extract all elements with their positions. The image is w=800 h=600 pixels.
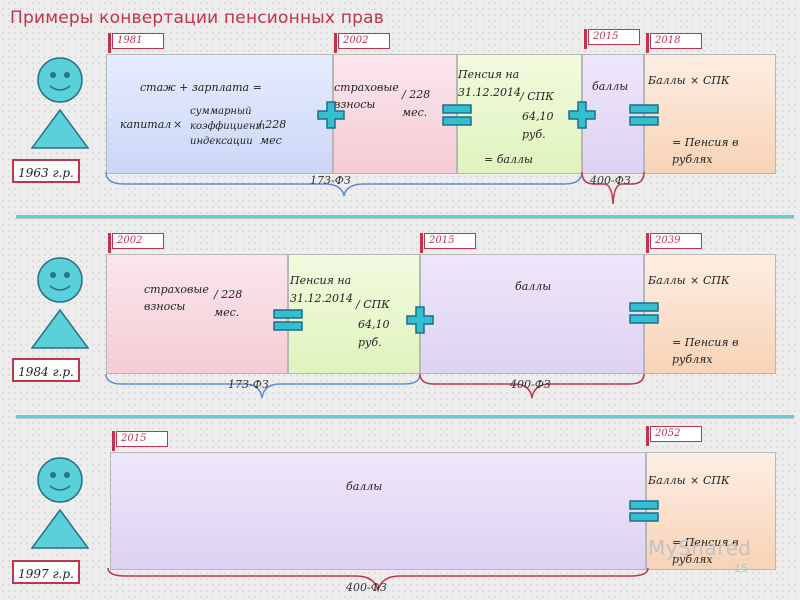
year-flag: 2002	[108, 233, 164, 253]
formula-text: страховые	[144, 283, 209, 296]
law-brace-red	[419, 373, 645, 399]
equals-icon	[629, 500, 659, 522]
equals-icon	[629, 302, 659, 324]
period-block-capital	[106, 54, 333, 174]
law-label: 173-ФЗ	[228, 378, 269, 391]
formula-text: мес.	[402, 106, 428, 119]
period-block-points	[420, 254, 644, 374]
formula-text: баллы	[515, 280, 552, 293]
formula-text: = Пенсия в	[672, 136, 739, 149]
multiply-sign: ×	[690, 274, 700, 287]
formula-text: баллы	[346, 480, 383, 493]
formula-text: взносы	[144, 300, 186, 313]
plus-icon	[568, 101, 596, 129]
equals-icon	[273, 309, 303, 331]
formula-text: = Пенсия в	[672, 336, 739, 349]
formula-text: 64,10	[522, 110, 554, 123]
formula-text: = баллы	[484, 153, 533, 166]
formula-text: мес	[260, 134, 282, 147]
period-block-pension	[288, 254, 420, 374]
formula-text: = Пенсия в	[672, 536, 739, 549]
multiply-sign: ×	[690, 74, 700, 87]
period-block-pension	[457, 54, 582, 174]
formula-text: индексации	[190, 136, 253, 147]
formula-text: / 228	[402, 88, 431, 101]
formula-text: 64,10	[358, 318, 390, 331]
formula-text: СПК	[703, 274, 730, 287]
plus-icon	[317, 101, 345, 129]
law-label: 173-ФЗ	[310, 174, 351, 187]
row-separator	[16, 415, 794, 418]
formula-text: Баллы	[648, 74, 686, 87]
formula-text: / СПК	[520, 90, 554, 103]
period-block-points	[110, 452, 646, 570]
birth-year-label: 1984 г.р.	[12, 358, 80, 382]
multiply-sign: ×	[173, 118, 183, 131]
formula-text: рублях	[672, 553, 713, 566]
year-flag: 2052	[646, 426, 702, 446]
equals-icon	[629, 104, 659, 126]
year-flag: 1981	[108, 33, 164, 53]
formula-text: рублях	[672, 353, 713, 366]
period-block-result	[644, 254, 776, 374]
birth-year-label: 1997 г.р.	[12, 560, 80, 584]
year-flag: 2015	[112, 431, 168, 451]
year-flag: 2002	[334, 33, 390, 53]
formula-text: Баллы	[648, 274, 686, 287]
person-figure-icon	[30, 57, 90, 149]
year-flag: 2018	[646, 33, 702, 53]
year-flag: 2015	[584, 29, 640, 49]
formula-text: Пенсия на	[290, 274, 352, 287]
law-brace-red	[581, 171, 645, 205]
law-label: 400-ФЗ	[590, 174, 631, 187]
formula-text: / 228	[258, 118, 287, 131]
person-figure-icon	[30, 257, 90, 349]
formula-text: страховые	[334, 81, 399, 94]
law-brace-blue	[105, 373, 421, 399]
year-flag: 2039	[646, 233, 702, 253]
law-label: 400-ФЗ	[510, 378, 551, 391]
birth-year-label: 1963 г.р.	[12, 159, 80, 183]
watermark: MyShared	[648, 536, 752, 560]
person-figure-icon	[30, 457, 90, 549]
plus-icon	[406, 306, 434, 334]
formula-text: руб.	[522, 128, 546, 141]
page-title: Примеры конвертации пенсионных прав	[10, 8, 384, 28]
formula-text: 31.12.2014	[290, 292, 353, 305]
equals-icon	[442, 104, 472, 126]
law-brace-blue	[105, 171, 583, 197]
formula-text: мес.	[214, 306, 240, 319]
row-separator	[16, 215, 794, 218]
formula-text: стаж + зарплата =	[140, 81, 262, 94]
year-flag: 2015	[420, 233, 476, 253]
law-brace-red	[107, 567, 649, 593]
law-label: 400-ФЗ	[346, 581, 387, 594]
formula-text: баллы	[592, 80, 629, 93]
formula-text: коэффициент	[190, 121, 266, 132]
multiply-sign: ×	[690, 474, 700, 487]
formula-text: капитал	[120, 118, 172, 131]
formula-text: руб.	[358, 336, 382, 349]
page-number: 15	[734, 562, 748, 575]
formula-text: взносы	[334, 98, 376, 111]
period-block-contributions	[106, 254, 288, 374]
formula-text: СПК	[703, 474, 730, 487]
formula-text: 31.12.2014	[458, 86, 521, 99]
formula-text: рублях	[672, 153, 713, 166]
period-block-result	[646, 452, 776, 570]
formula-text: суммарный	[190, 106, 252, 117]
period-block-result	[644, 54, 776, 174]
formula-text: Баллы	[648, 474, 686, 487]
formula-text: / СПК	[356, 298, 390, 311]
formula-text: СПК	[703, 74, 730, 87]
period-block-contributions	[333, 54, 457, 174]
formula-text: / 228	[214, 288, 243, 301]
formula-text: Пенсия на	[458, 68, 520, 81]
